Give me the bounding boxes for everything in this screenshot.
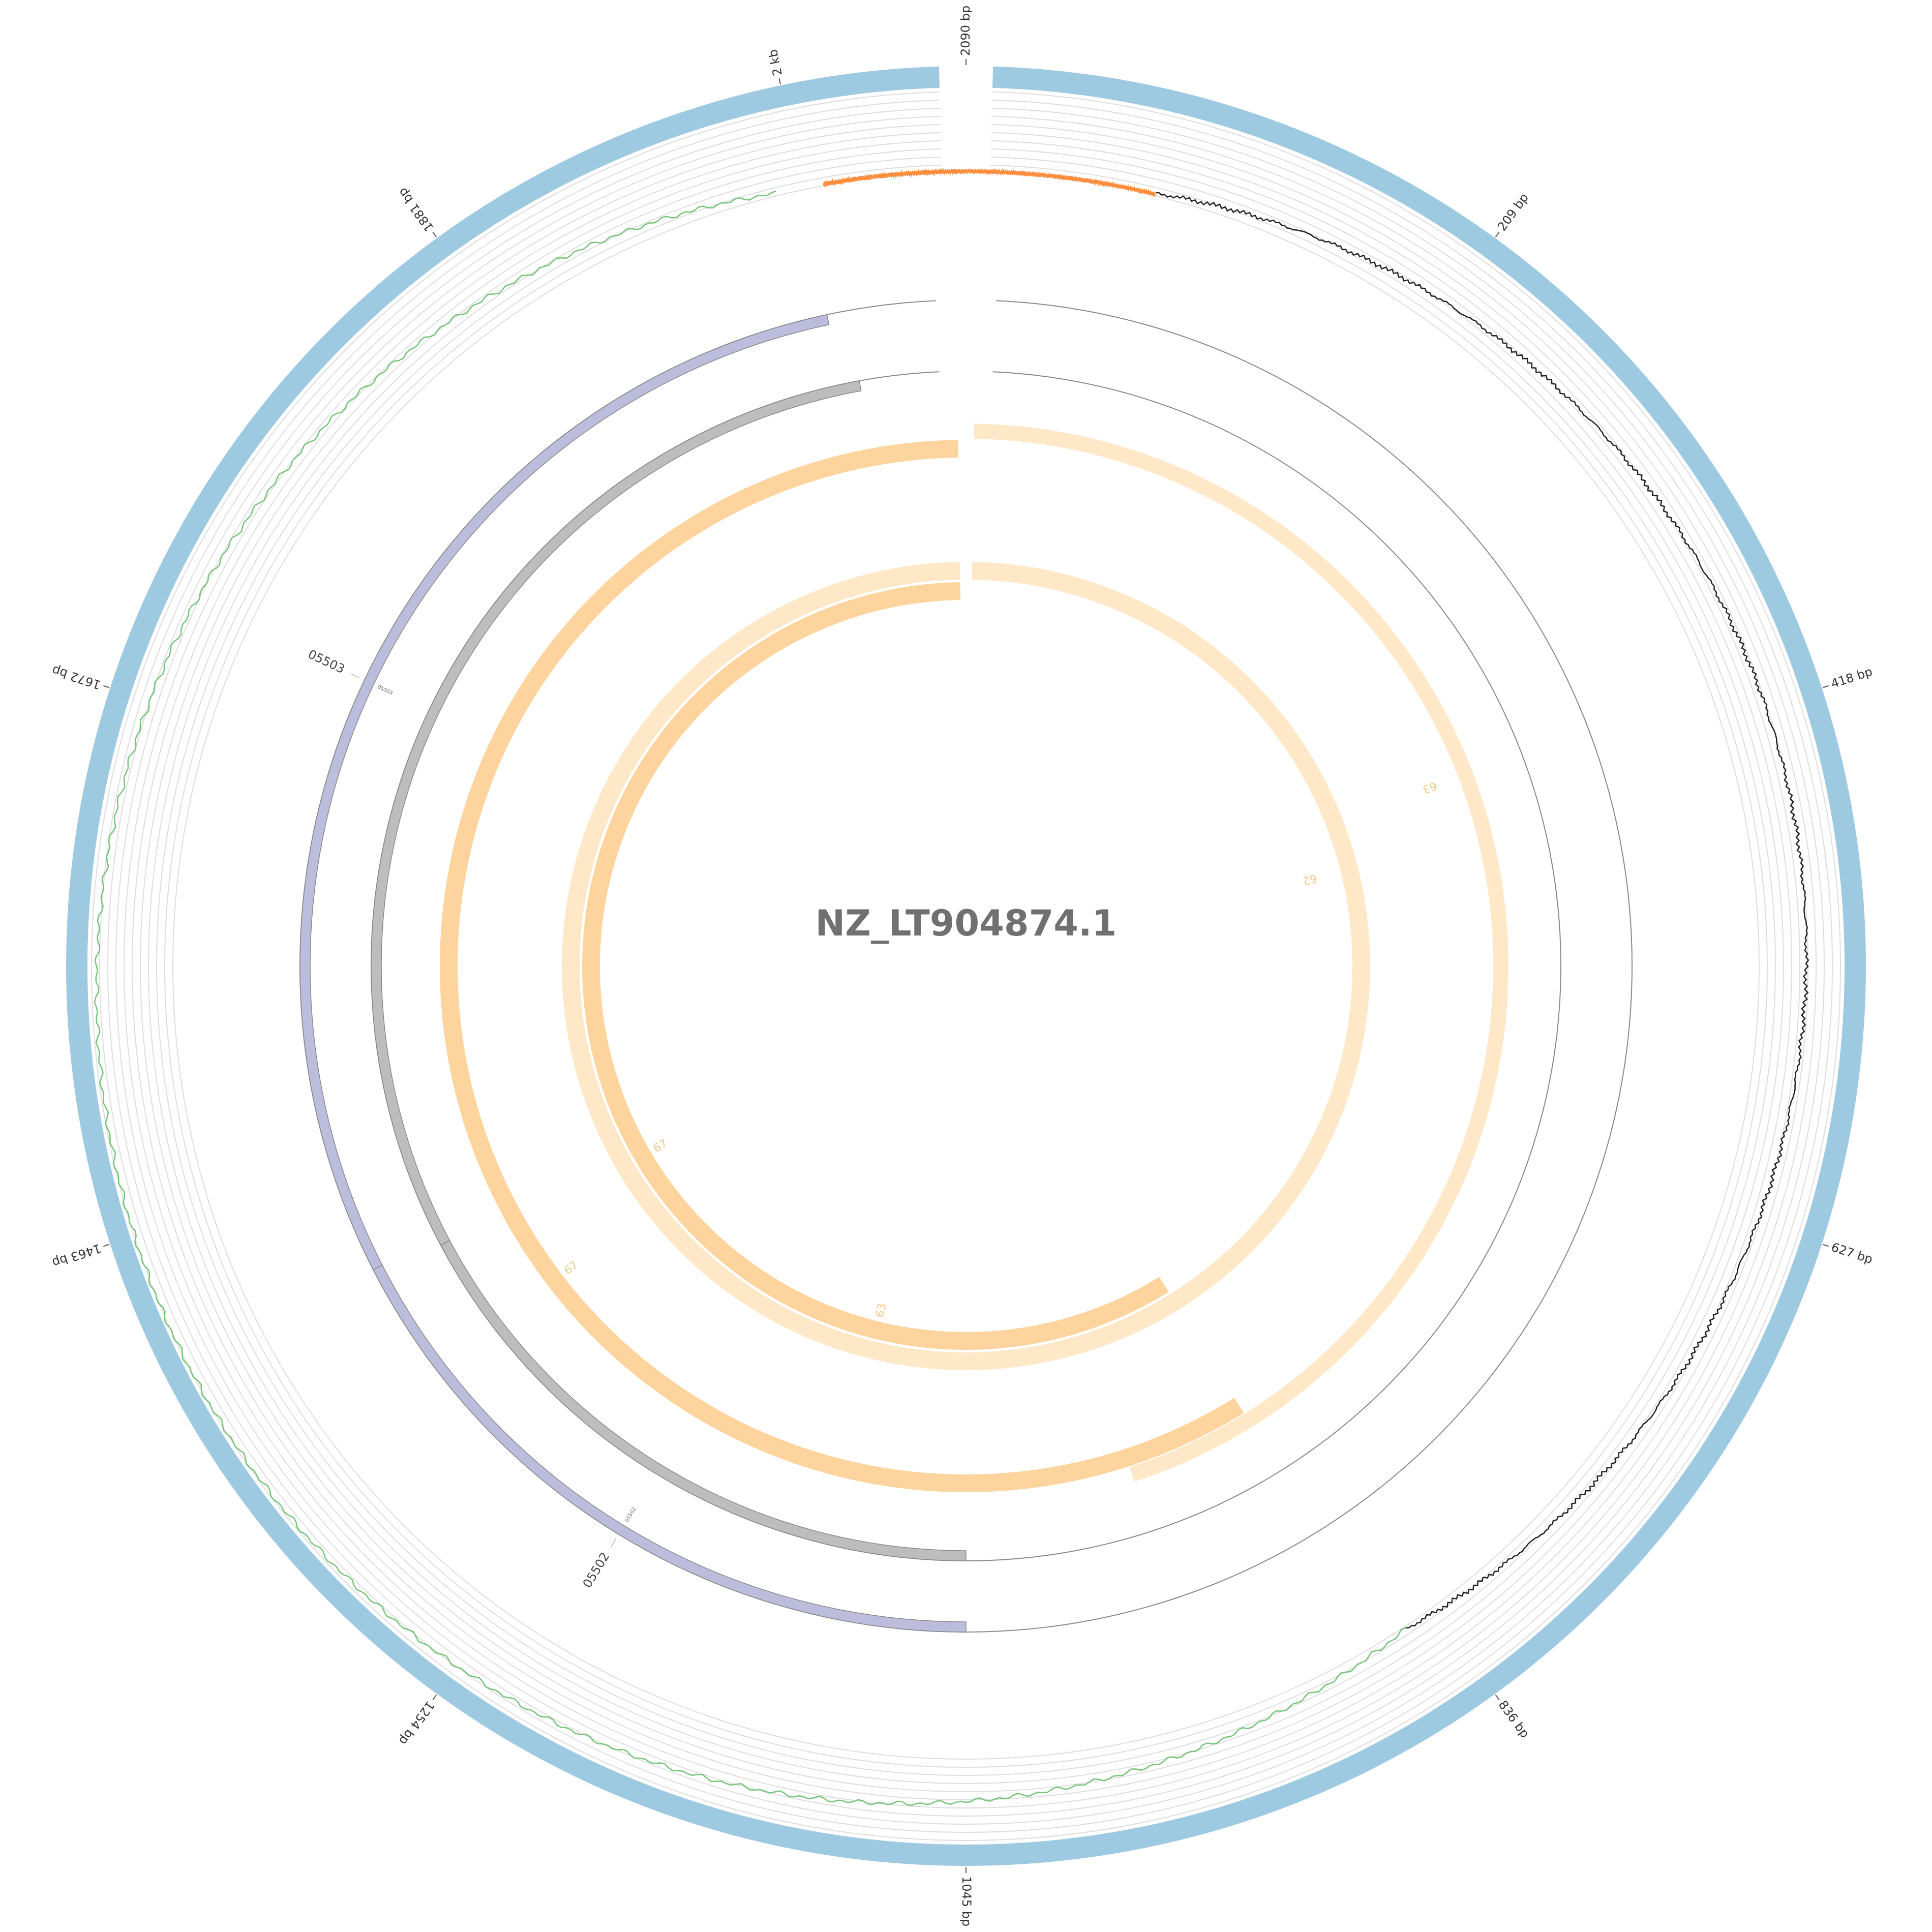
grid-ring [156,156,1776,1776]
grid-ring [148,148,1784,1785]
tick-label: 1672 bp [50,663,103,692]
genome-backbone-ring [66,66,1866,1866]
tick-label: 418 bp [1829,665,1874,691]
gene-small-label: 05502 [624,1506,638,1523]
tick-mark [1495,232,1500,238]
grid-ring [99,99,1833,1833]
position-ticks: 2090 bp 209 bp 418 bp 627 bp 836 bp 1045 bp 12… [50,6,1875,1926]
tick-mark [103,685,110,688]
gc-positive-line [1155,192,1809,1628]
gc-grid-rings [91,91,1841,1841]
tick-mark [432,232,437,238]
blast-identity-label: 63 [873,1302,889,1319]
tick-label: 209 bp [1495,191,1531,233]
gene-label: 05503 [306,647,347,676]
grid-ring [107,107,1825,1825]
gc-skew-line [965,167,1156,197]
blast-hit [561,562,1370,1370]
grid-ring [132,132,1800,1800]
gene-small-label: 05503 [376,684,393,697]
tick-label: 2090 bp [958,6,973,56]
tick-label: 1881 bp [395,185,436,234]
tick-mark [1822,685,1829,688]
gene-tracks: 05502 05502 05503 05503 [299,314,967,1633]
tick-mark [1495,1694,1500,1700]
tick-mark [1822,1244,1829,1247]
cds-forward [299,314,830,1271]
blast-identity-label: 62 [1302,871,1318,887]
grid-ring [164,164,1768,1768]
blast-identity-label: 67 [562,1259,581,1278]
grid-ring [172,172,1760,1760]
gc-skew-line [823,167,967,188]
tick-mark [432,1694,437,1700]
blast-identity-label: 67 [651,1137,670,1155]
gc-negative-line [94,190,1406,1806]
tick-mark [778,78,781,85]
grid-ring [124,124,1808,1808]
cds-reverse [371,380,862,1246]
cds-forward [373,1264,967,1633]
tick-label: 1045 bp [959,1876,974,1926]
gene-label: 05502 [580,1550,613,1590]
tick-label: 1463 bp [50,1241,103,1270]
gc-content-track [94,167,1809,1806]
blast-identity-label: 63 [1421,779,1439,796]
genome-title: NZ_LT904874.1 [815,902,1117,944]
tick-label: 2 kb [766,48,785,77]
tick-label: 1254 bp [396,1698,437,1747]
blast-hit [966,1398,1244,1492]
tick-label: 627 bp [1829,1240,1874,1267]
grid-ring [140,140,1792,1792]
tick-label: 836 bp [1496,1698,1532,1740]
cds-reverse [440,1240,967,1561]
grid-ring [91,91,1841,1841]
blast-hit-tracks: 63 67 62 63 67 [440,424,1508,1492]
tick-mark [103,1244,110,1247]
